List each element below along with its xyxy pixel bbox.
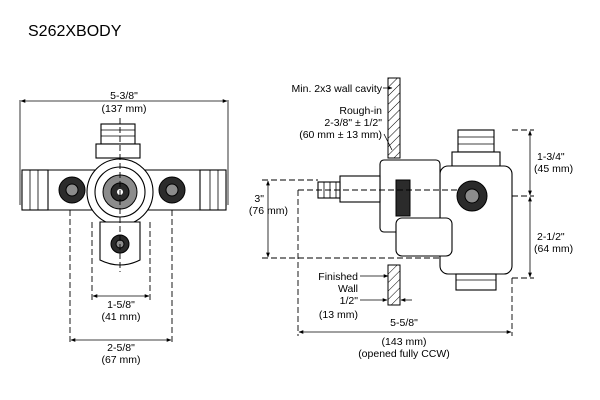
- bottom-dim-imperial: 2-1/2": [537, 231, 565, 243]
- finished-wall-label-2: Wall: [338, 283, 358, 295]
- side-outlet-port-inner: [464, 188, 480, 204]
- stem-housing: [339, 175, 381, 203]
- side-top-hex: [451, 151, 501, 167]
- stem-height-imperial: 3": [254, 193, 264, 205]
- right-check-stop-screw: [165, 183, 179, 197]
- outer-width-metric: (67 mm): [101, 354, 140, 366]
- side-top-inlet: [457, 129, 495, 153]
- overall-width-imperial: 5-3/8": [110, 90, 138, 102]
- left-check-stop-screw: [65, 183, 79, 197]
- side-bottom-inlet: [455, 273, 497, 291]
- inner-width-metric: (41 mm): [101, 311, 140, 323]
- right-inlet-fitting: [199, 169, 227, 211]
- wall-section-upper: [387, 77, 401, 159]
- top-hex-nut: [95, 143, 141, 159]
- model-number: S262XBODY: [28, 23, 122, 40]
- rough-in-leader: [383, 133, 393, 151]
- finished-wall-label-1: Finished: [318, 271, 358, 283]
- side-view: Min. 2x3 wall cavity Rough-in 2-3/8" ± 1…: [249, 77, 573, 360]
- rough-in-metric: (60 mm ± 13 mm): [299, 129, 382, 141]
- rough-in-imperial: 2-3/8" ± 1/2": [324, 117, 382, 129]
- finished-wall-metric: (13 mm): [319, 309, 358, 321]
- top-inlet-fitting: [100, 123, 136, 145]
- inner-width-imperial: 1-5/8": [107, 299, 135, 311]
- finished-wall-imperial: 1/2": [340, 295, 359, 307]
- cartridge-nut: [395, 179, 411, 217]
- overall-depth-imperial: 5-5/8": [390, 317, 418, 329]
- overall-depth-note: (opened fully CCW): [358, 348, 450, 360]
- mixing-chamber: [395, 217, 453, 257]
- front-view: 5-3/8" (137 mm): [19, 90, 229, 366]
- wall-section-lower: [387, 264, 401, 306]
- outer-width-imperial: 2-5/8": [107, 342, 135, 354]
- stem-height-metric: (76 mm): [249, 205, 288, 217]
- bottom-dim-metric: (64 mm): [534, 243, 573, 255]
- top-dim-metric: (45 mm): [534, 163, 573, 175]
- overall-depth-metric: (143 mm): [382, 336, 427, 348]
- wall-cavity-label: Min. 2x3 wall cavity: [292, 83, 383, 95]
- rough-in-label: Rough-in: [339, 105, 382, 117]
- left-inlet-fitting: [21, 169, 49, 211]
- top-dim-imperial: 1-3/4": [537, 151, 565, 163]
- overall-width-metric: (137 mm): [102, 103, 147, 115]
